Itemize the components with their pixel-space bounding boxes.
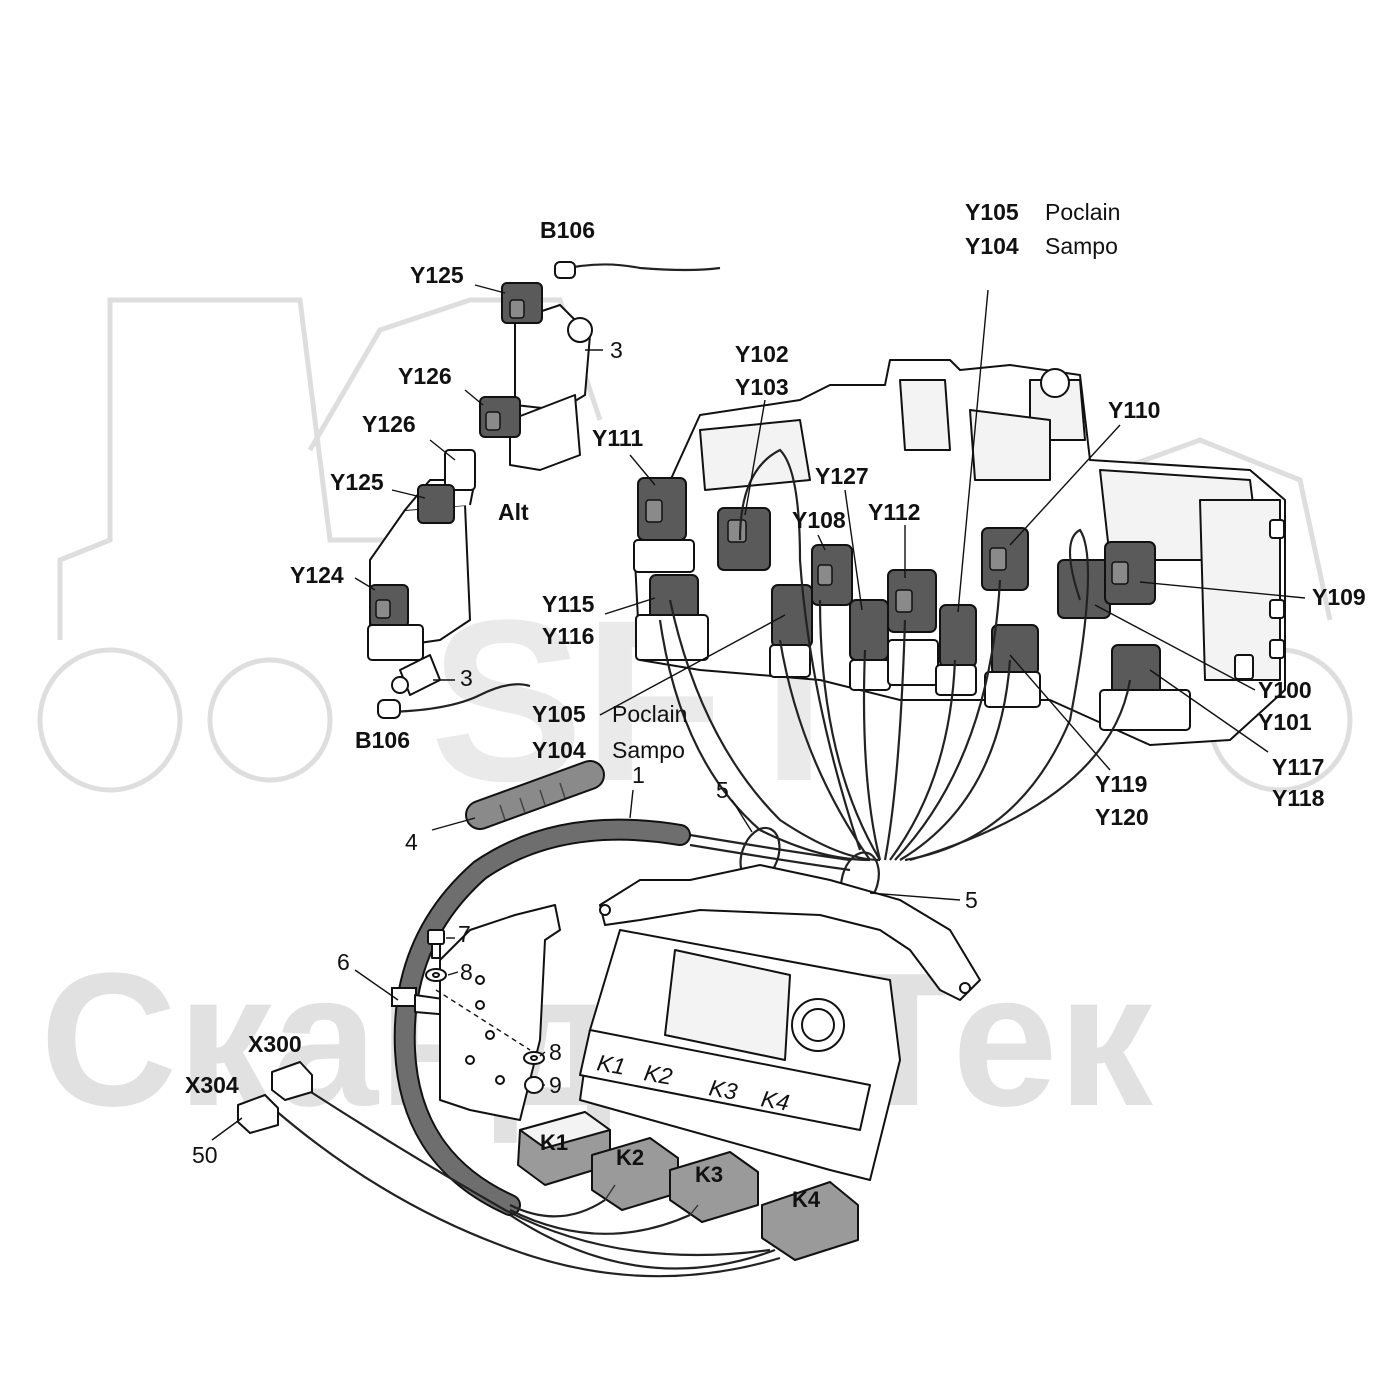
label-3-top: 3	[610, 337, 623, 363]
label-b106-bottom: B106	[355, 727, 410, 753]
label-y108: Y108	[792, 507, 846, 533]
valve-group-alt	[367, 449, 531, 719]
label-y125-top: Y125	[410, 262, 464, 288]
y125-alt-coil	[417, 484, 455, 524]
bolt-7	[427, 929, 445, 945]
label-6: 6	[337, 949, 350, 975]
label-y112: Y112	[868, 499, 920, 525]
y127-coil	[849, 599, 889, 661]
main-valve-block	[633, 359, 1286, 746]
label-y109: Y109	[1312, 584, 1366, 610]
board-mark-k4: K4	[759, 1085, 791, 1115]
label-y104-top-code: Y104	[965, 233, 1019, 259]
label-y101: Y101	[1258, 709, 1312, 735]
fasteners	[425, 929, 545, 1094]
label-y111: Y111	[592, 425, 643, 451]
label-y119: Y119	[1095, 771, 1147, 797]
label-y120: Y120	[1095, 804, 1149, 830]
label-y104-mid-code: Y104	[532, 737, 586, 763]
board-mark-k2: K2	[642, 1059, 674, 1090]
relay-k2: K2	[591, 1137, 679, 1211]
board-mark-k1: K1	[595, 1049, 627, 1079]
branch-wires	[274, 1084, 781, 1278]
relays: K1 K2 K3 K4	[517, 1111, 859, 1261]
label-y115: Y115	[542, 591, 595, 617]
label-y103: Y103	[735, 374, 789, 400]
relay-k2-label: K2	[616, 1145, 644, 1170]
label-b106-top: B106	[540, 217, 595, 243]
connector-x300	[271, 1061, 313, 1101]
label-y124: Y124	[290, 562, 344, 588]
label-y105-top-name: Poclain	[1045, 199, 1120, 225]
connectors	[237, 1061, 313, 1134]
y109-coil	[1104, 541, 1156, 605]
label-y126-top: Y126	[398, 363, 452, 389]
label-y126-alt: Y126	[362, 411, 416, 437]
label-y127: Y127	[815, 463, 869, 489]
relay-k4: K4	[761, 1181, 859, 1261]
label-y102: Y102	[735, 341, 789, 367]
label-4: 4	[405, 829, 418, 855]
relay-k3-label: K3	[695, 1162, 723, 1187]
relay-k1: K1	[517, 1111, 611, 1186]
label-y105-top-code: Y105	[965, 199, 1019, 225]
label-alt: Alt	[498, 499, 529, 525]
label-y110: Y110	[1108, 397, 1160, 423]
label-y104-top-name: Sampo	[1045, 233, 1118, 259]
label-3-bottom: 3	[460, 665, 473, 691]
label-1: 1	[632, 762, 645, 788]
label-7: 7	[458, 921, 471, 947]
board-mark-k3: K3	[707, 1074, 739, 1105]
y105-top-coil	[939, 604, 977, 668]
mounting-bracket	[599, 864, 981, 1001]
b106-top-sensor	[554, 261, 576, 279]
label-y105-mid-name: Poclain	[612, 701, 687, 727]
label-y105-mid-code: Y105	[532, 701, 586, 727]
mounting-plate	[439, 904, 561, 1121]
connector-x304	[237, 1094, 279, 1134]
label-y104-mid-name: Sampo	[612, 737, 685, 763]
label-5-right: 5	[965, 887, 978, 913]
relay-k4-label: K4	[792, 1187, 821, 1212]
label-x304: X304	[185, 1072, 239, 1098]
label-8-top: 8	[460, 959, 473, 985]
y119-coil	[991, 624, 1039, 676]
label-y125-alt: Y125	[330, 469, 384, 495]
label-y117: Y117	[1272, 754, 1324, 780]
control-unit: K1 K2 K3 K4	[579, 929, 901, 1181]
label-x300: X300	[248, 1031, 302, 1057]
relay-k3: K3	[669, 1151, 759, 1223]
loose-sleeve-4	[465, 760, 605, 830]
label-8-bottom: 8	[549, 1039, 562, 1065]
harness-wires	[658, 448, 1132, 909]
label-50: 50	[192, 1142, 218, 1168]
relay-k1-label: K1	[540, 1130, 568, 1155]
callouts: B106 Y125 3 Y126 Y126 Y125 Alt Y124 3 B1…	[185, 199, 1366, 1168]
leader-lines	[211, 284, 1306, 1141]
valve-group-top	[479, 261, 721, 471]
nut-9	[524, 1076, 544, 1094]
label-5-top: 5	[716, 777, 729, 803]
label-y118: Y118	[1272, 785, 1325, 811]
label-y100: Y100	[1258, 677, 1312, 703]
label-y116: Y116	[542, 623, 594, 649]
b106-bottom-sensor	[377, 699, 401, 719]
clamp-6	[391, 987, 417, 1007]
label-9: 9	[549, 1072, 562, 1098]
